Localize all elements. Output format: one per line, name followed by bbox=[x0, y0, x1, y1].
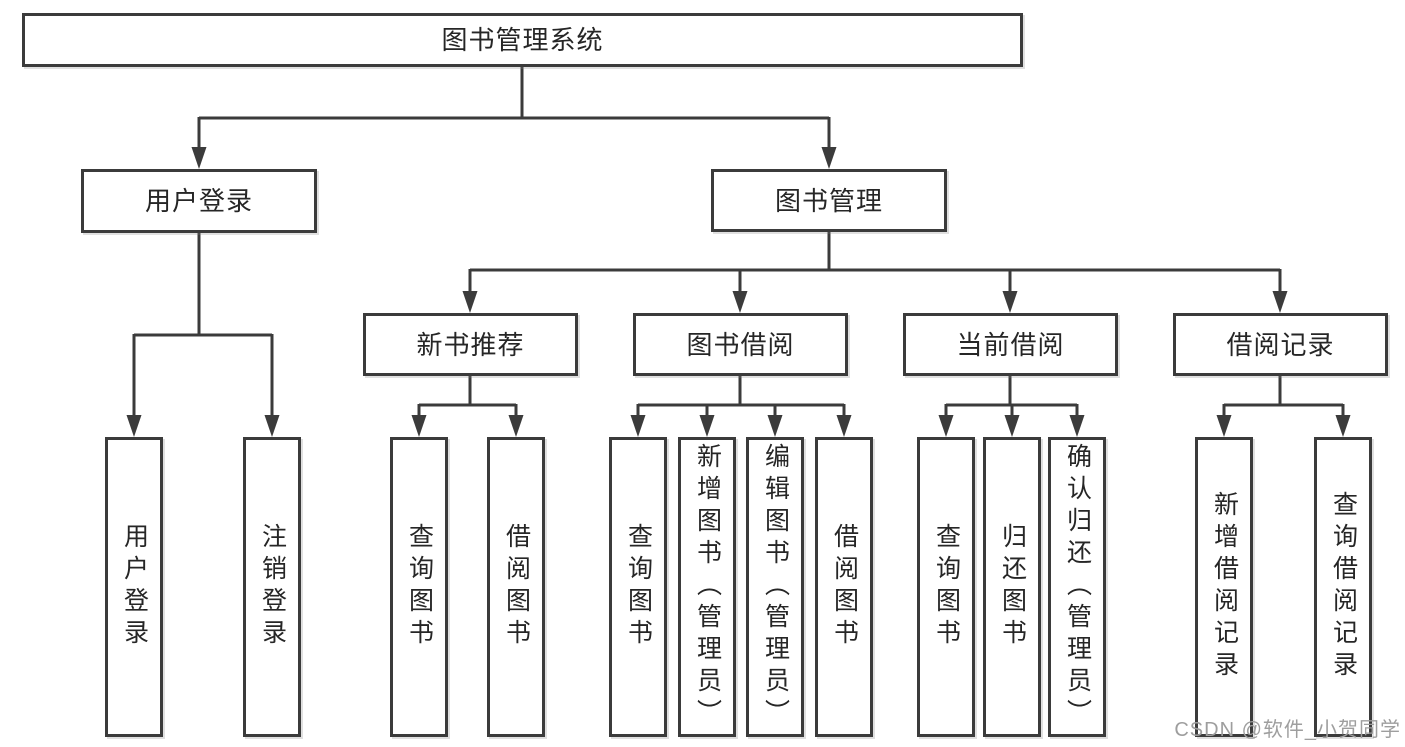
node-new-book-recommend-label: 新书推荐 bbox=[416, 329, 525, 360]
arrowhead-icon bbox=[630, 415, 646, 437]
leaf-confirm-return-admin: 确认归还（管理员） bbox=[1048, 437, 1106, 737]
leaf-query-books-borrowing: 查询图书 bbox=[609, 437, 667, 737]
leaf-query-books-recommend: 查询图书 bbox=[390, 437, 448, 737]
node-library-management-system-label: 图书管理系统 bbox=[441, 25, 604, 55]
leaf-add-borrow-record: 新增借阅记录 bbox=[1195, 437, 1253, 737]
leaf-edit-books-admin: 编辑图书（管理员） bbox=[746, 437, 804, 737]
arrowhead-icon bbox=[1216, 415, 1232, 437]
leaf-logout: 注销登录 bbox=[243, 437, 301, 737]
csdn-watermark: CSDN @软件_小贺同学 bbox=[1174, 719, 1401, 741]
arrowhead-icon bbox=[462, 291, 478, 313]
arrowhead-icon bbox=[508, 415, 524, 437]
node-new-book-recommend: 新书推荐 bbox=[363, 313, 578, 376]
arrowhead-icon bbox=[699, 415, 715, 437]
arrowhead-icon bbox=[732, 291, 748, 313]
arrowhead-icon bbox=[1335, 415, 1351, 437]
node-user-login: 用户登录 bbox=[81, 169, 317, 233]
leaf-add-books-admin-label: 新增图书（管理员） bbox=[693, 443, 722, 731]
leaf-user-login: 用户登录 bbox=[105, 437, 163, 737]
edges-book-borrow-to-leaves bbox=[630, 376, 852, 437]
leaf-query-books-recommend-label: 查询图书 bbox=[405, 523, 434, 651]
edges-book-mgmt-to-level3 bbox=[462, 232, 1288, 313]
arrowhead-icon bbox=[821, 147, 837, 169]
node-book-management: 图书管理 bbox=[711, 169, 947, 232]
edges-user-login-to-leaves bbox=[126, 233, 280, 437]
node-user-login-label: 用户登录 bbox=[144, 186, 253, 216]
arrowhead-icon bbox=[264, 415, 280, 437]
arrowhead-icon bbox=[191, 147, 207, 169]
leaf-borrow-books-recommend-label: 借阅图书 bbox=[502, 523, 531, 651]
leaf-return-books-label: 归还图书 bbox=[998, 523, 1027, 651]
arrowhead-icon bbox=[411, 415, 427, 437]
arrowhead-icon bbox=[1272, 291, 1288, 313]
arrowhead-icon bbox=[836, 415, 852, 437]
arrowhead-icon bbox=[767, 415, 783, 437]
leaf-query-books-current: 查询图书 bbox=[917, 437, 975, 737]
edges-borrow-records-to-leaves bbox=[1216, 376, 1351, 437]
leaf-borrow-books-label: 借阅图书 bbox=[830, 523, 859, 651]
node-current-borrowing: 当前借阅 bbox=[903, 313, 1118, 376]
node-book-borrowing: 图书借阅 bbox=[633, 313, 848, 376]
leaf-query-books-current-label: 查询图书 bbox=[932, 523, 961, 651]
edges-new-books-to-leaves bbox=[411, 376, 524, 437]
arrowhead-icon bbox=[126, 415, 142, 437]
leaf-query-books-borrowing-label: 查询图书 bbox=[624, 523, 653, 651]
leaf-add-borrow-record-label: 新增借阅记录 bbox=[1210, 491, 1239, 683]
leaf-user-login-label: 用户登录 bbox=[120, 523, 149, 651]
arrowhead-icon bbox=[1002, 291, 1018, 313]
node-library-management-system: 图书管理系统 bbox=[22, 13, 1023, 67]
leaf-confirm-return-admin-label: 确认归还（管理员） bbox=[1063, 443, 1092, 731]
leaf-query-borrow-record: 查询借阅记录 bbox=[1314, 437, 1372, 737]
leaf-borrow-books: 借阅图书 bbox=[815, 437, 873, 737]
leaf-logout-label: 注销登录 bbox=[258, 523, 287, 651]
arrowhead-icon bbox=[938, 415, 954, 437]
edges-current-borrow-to-leaves bbox=[938, 376, 1085, 437]
leaf-return-books: 归还图书 bbox=[983, 437, 1041, 737]
leaf-query-borrow-record-label: 查询借阅记录 bbox=[1329, 491, 1358, 683]
node-borrowing-records-label: 借阅记录 bbox=[1226, 329, 1335, 360]
node-current-borrowing-label: 当前借阅 bbox=[956, 329, 1065, 360]
leaf-edit-books-admin-label: 编辑图书（管理员） bbox=[761, 443, 790, 731]
leaf-borrow-books-recommend: 借阅图书 bbox=[487, 437, 545, 737]
arrowhead-icon bbox=[1004, 415, 1020, 437]
node-borrowing-records: 借阅记录 bbox=[1173, 313, 1388, 376]
arrowhead-icon bbox=[1069, 415, 1085, 437]
node-book-management-label: 图书管理 bbox=[774, 185, 883, 216]
leaf-add-books-admin: 新增图书（管理员） bbox=[678, 437, 736, 737]
node-book-borrowing-label: 图书借阅 bbox=[686, 329, 795, 360]
edges-root-to-level2 bbox=[191, 67, 837, 169]
